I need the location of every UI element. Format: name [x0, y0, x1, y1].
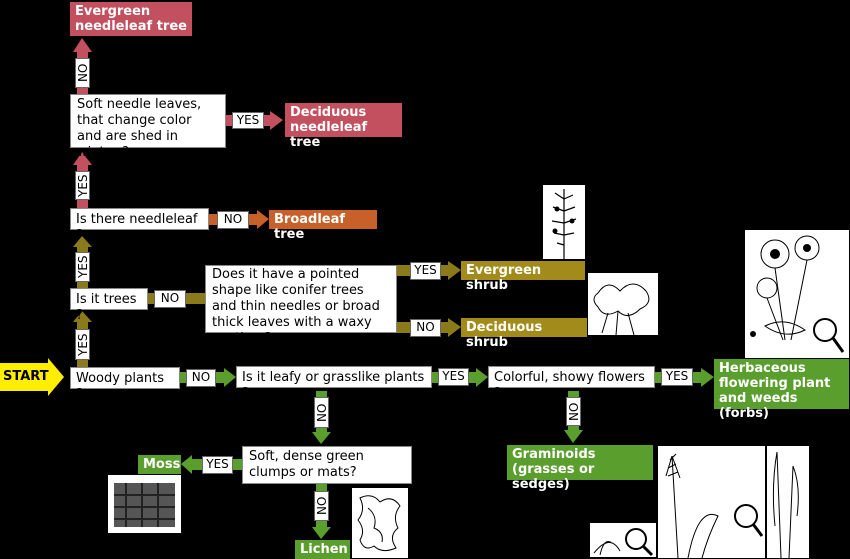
lichen-drawing	[352, 488, 408, 558]
arrow-leafy-no	[312, 391, 331, 444]
arrow-softneedle-yes	[226, 111, 283, 130]
question-woody-plants: Woody plants ?	[70, 367, 180, 402]
result-lichen: Lichen	[295, 540, 350, 559]
question-leafy-grasslike: Is it leafy or grasslike plants ?	[236, 366, 432, 401]
herbaceous-drawing	[745, 230, 849, 358]
arrow-pointed-no	[397, 318, 461, 337]
label-needleleaf-no: NO	[217, 211, 249, 229]
question-soft-needle: Soft needle leaves, that change color an…	[70, 94, 226, 160]
arrow-trees-no	[148, 293, 205, 304]
arrow-needleleaf-no	[209, 210, 269, 229]
label-pointed-yes: YES	[410, 262, 441, 280]
label-trees-no: NO	[154, 290, 186, 308]
arrow-colorful-no	[564, 391, 583, 443]
label-clumps-no: NO	[314, 491, 329, 521]
label-trees-yes: YES	[75, 252, 90, 282]
arrow-pointed-yes	[397, 261, 461, 280]
arrow-softneedle-no	[73, 38, 92, 94]
arrow-leafy-yes	[432, 368, 488, 387]
question-soft-clumps: Soft, dense green clumps or mats?	[242, 446, 412, 484]
evergreen-shrub-drawing	[543, 185, 585, 259]
label-woody-yes: YES	[75, 329, 90, 360]
arrow-clumps-no	[312, 484, 331, 539]
result-deciduous-shrub: Deciduous shrub	[461, 318, 587, 350]
label-colorful-yes: YES	[661, 368, 693, 386]
question-needleleaf: Is there needleleaf ?	[70, 208, 209, 243]
result-moss: Moss	[138, 455, 181, 474]
label-colorful-no: NO	[566, 397, 581, 426]
label-leafy-no: NO	[314, 397, 329, 428]
graminoids-drawing-c	[767, 446, 809, 558]
start-label: START	[0, 363, 50, 391]
label-softneedle-no: NO	[75, 58, 90, 88]
graminoids-drawing-a	[590, 523, 656, 557]
label-pointed-no: NO	[410, 319, 441, 337]
question-colorful-flowers: Colorful, showy flowers ?	[488, 366, 655, 401]
label-softneedle-yes: YES	[232, 112, 264, 129]
question-is-it-trees: Is it trees ?	[70, 288, 148, 323]
label-needleleaf-yes: YES	[75, 171, 90, 200]
deciduous-shrub-drawing	[588, 273, 658, 335]
label-clumps-yes: YES	[202, 456, 233, 474]
arrow-woody-no	[180, 368, 236, 387]
label-leafy-yes: YES	[438, 368, 469, 386]
arrow-colorful-yes	[655, 368, 714, 387]
label-woody-no: NO	[186, 369, 216, 387]
arrow-needleleaf-yes	[73, 152, 92, 208]
result-herbaceous: Herbaceous flowering plant and weeds (fo…	[714, 359, 849, 421]
arrow-trees-yes	[73, 236, 92, 288]
moss-drawing	[108, 475, 181, 533]
arrow-woody-yes	[73, 311, 92, 368]
result-evergreen-shrub: Evergreen shrub	[461, 261, 585, 293]
graminoids-drawing-b	[658, 446, 765, 558]
result-graminoids: Graminoids (grasses or sedges)	[507, 445, 653, 492]
result-evergreen-needleleaf: Evergreen needleleaf tree	[70, 2, 192, 36]
result-deciduous-needleleaf: Deciduous needleleaf tree	[285, 103, 402, 150]
arrow-clumps-yes	[181, 455, 242, 474]
question-pointed-shape: Does it have a pointed shape like conife…	[205, 265, 397, 346]
result-broadleaf: Broadleaf tree	[269, 210, 377, 242]
